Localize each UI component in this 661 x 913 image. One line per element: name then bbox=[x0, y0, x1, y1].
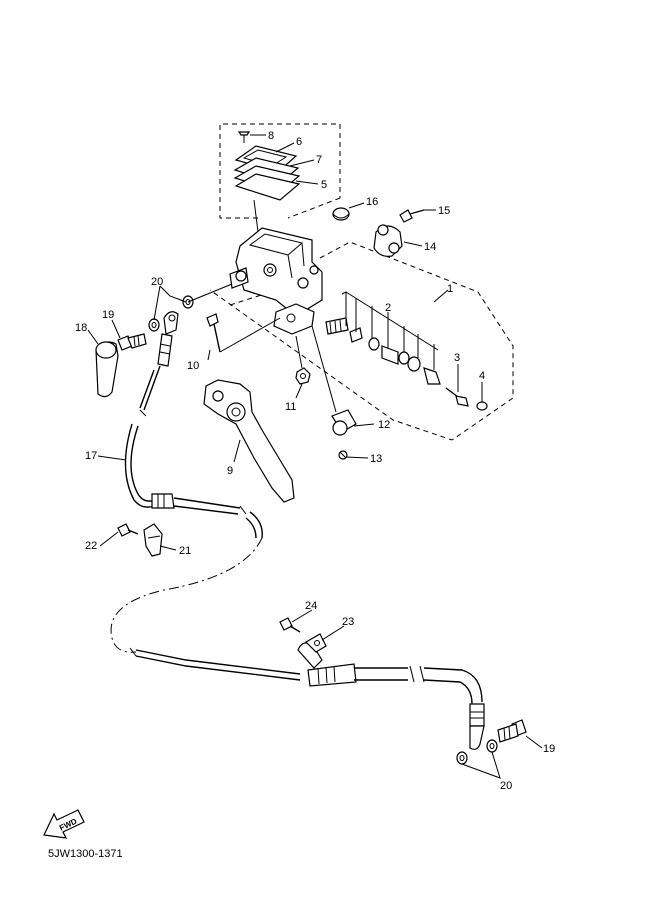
callout-labels: 1 2 3 4 5 6 7 8 9 10 11 12 13 14 15 16 1… bbox=[75, 130, 555, 792]
callout-18: 18 bbox=[75, 322, 87, 334]
piston-kit bbox=[325, 317, 488, 411]
callout-12: 12 bbox=[378, 419, 390, 431]
callout-7: 7 bbox=[316, 154, 322, 166]
callout-22: 22 bbox=[85, 540, 97, 552]
callout-9: 9 bbox=[227, 465, 233, 477]
callout-6: 6 bbox=[296, 136, 302, 148]
master-cylinder-body bbox=[229, 227, 323, 317]
pivot-nut bbox=[295, 335, 311, 385]
callout-1: 1 bbox=[447, 283, 453, 295]
callout-5: 5 bbox=[321, 179, 327, 191]
union-centerline bbox=[187, 283, 233, 303]
piston-kit-brackets bbox=[341, 291, 439, 370]
callout-23: 23 bbox=[342, 616, 354, 628]
pivot-bolt bbox=[206, 313, 281, 353]
clutch-lever bbox=[203, 379, 295, 503]
hose-cover-boot bbox=[95, 341, 119, 398]
reservoir-centerline bbox=[253, 199, 259, 233]
callout-17: 17 bbox=[85, 450, 97, 462]
switch-screw bbox=[338, 450, 348, 460]
callout-10: 10 bbox=[187, 360, 199, 372]
clamp-screw bbox=[117, 523, 139, 537]
callout-8: 8 bbox=[268, 130, 274, 142]
fwd-arrow-icon: FWD bbox=[43, 809, 85, 839]
hose-banjo-left bbox=[157, 311, 179, 367]
diaphragm bbox=[233, 165, 301, 201]
callout-24: 24 bbox=[305, 600, 317, 612]
callout-19-left: 19 bbox=[102, 309, 114, 321]
dust-cap bbox=[332, 207, 350, 221]
callout-20-right: 20 bbox=[500, 780, 512, 792]
bracket-screw bbox=[279, 617, 301, 633]
hose-guide-bracket bbox=[297, 633, 327, 669]
diagram-code: 5JW1300-1371 bbox=[48, 848, 123, 860]
clamp-holder bbox=[373, 224, 403, 257]
holder-bolt bbox=[399, 209, 425, 223]
callout-21: 21 bbox=[179, 545, 191, 557]
copper-washer-left-a bbox=[148, 318, 160, 332]
callout-14: 14 bbox=[424, 241, 436, 253]
leader-lines bbox=[87, 134, 543, 779]
reservoir-cap-screw bbox=[237, 131, 251, 143]
clutch-hose bbox=[110, 365, 485, 750]
callout-19-right: 19 bbox=[543, 743, 555, 755]
union-bolt-left bbox=[117, 333, 147, 351]
callout-4: 4 bbox=[479, 370, 485, 382]
callout-3: 3 bbox=[454, 352, 460, 364]
callout-15: 15 bbox=[438, 205, 450, 217]
callout-2: 2 bbox=[385, 302, 391, 314]
union-bolt-right bbox=[497, 719, 527, 743]
callout-20-left: 20 bbox=[151, 276, 163, 288]
callout-11: 11 bbox=[285, 401, 296, 413]
brake-light-switch bbox=[311, 325, 357, 436]
copper-washer-right-b bbox=[456, 751, 468, 765]
copper-washer-right-a bbox=[486, 739, 498, 753]
callout-16: 16 bbox=[366, 196, 378, 208]
hose-clamp bbox=[143, 523, 163, 557]
callout-13: 13 bbox=[370, 453, 382, 465]
